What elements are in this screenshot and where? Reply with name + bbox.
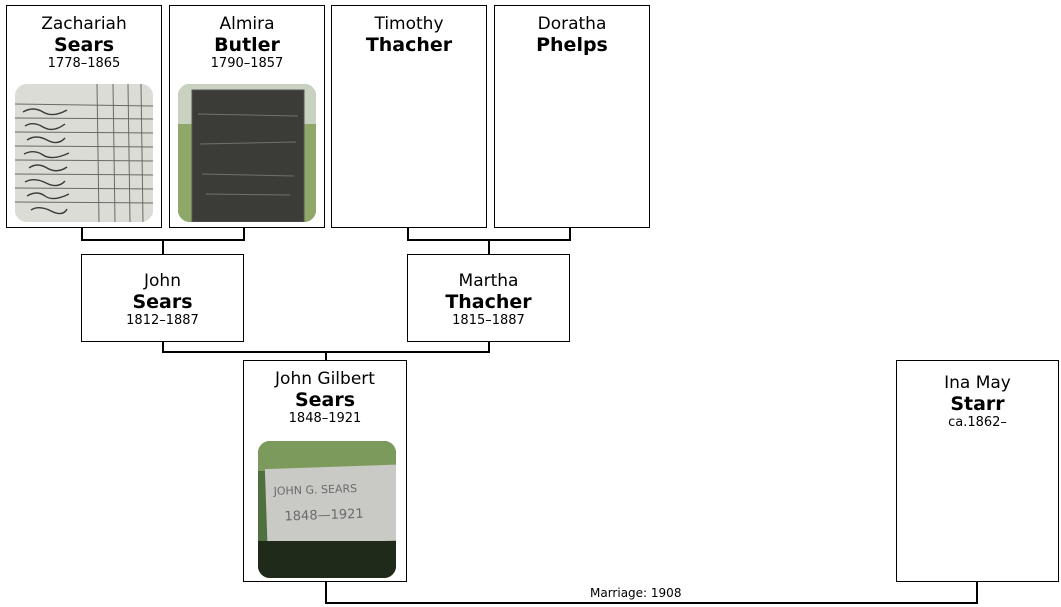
- given-name: Zachariah: [41, 14, 127, 34]
- given-name: Almira: [219, 14, 275, 34]
- given-name: Timothy: [374, 14, 444, 34]
- surname: Thacher: [445, 290, 532, 313]
- person-card-doratha-phelps[interactable]: Doratha Phelps: [494, 5, 650, 228]
- given-name: John Gilbert: [275, 369, 375, 389]
- given-name: Ina May: [944, 373, 1011, 393]
- census-record-photo[interactable]: [15, 84, 153, 222]
- connector: [162, 239, 164, 255]
- person-card-timothy-thacher[interactable]: Timothy Thacher: [331, 5, 487, 228]
- surname: Phelps: [536, 33, 608, 56]
- marriage-label: Marriage: 1908: [590, 586, 682, 600]
- gravestone-image: JOHN G. SEARS 1848—1921: [258, 441, 396, 578]
- census-record-image: [15, 84, 153, 222]
- surname: Butler: [214, 33, 280, 56]
- life-dates: ca.1862–: [948, 415, 1007, 431]
- connector: [569, 228, 571, 240]
- connector: [81, 228, 83, 240]
- headstone-image: [178, 84, 316, 222]
- headstone-photo[interactable]: [178, 84, 316, 222]
- gravestone-photo[interactable]: JOHN G. SEARS 1848—1921: [258, 441, 396, 578]
- life-dates: 1778–1865: [47, 56, 121, 72]
- person-card-almira-butler[interactable]: Almira Butler 1790–1857: [169, 5, 325, 228]
- connector: [243, 228, 245, 240]
- person-card-ina-may-starr[interactable]: Ina May Starr ca.1862–: [896, 360, 1059, 582]
- connector: [407, 228, 409, 240]
- person-card-zachariah-sears[interactable]: Zachariah Sears 1778–1865: [6, 5, 162, 228]
- surname: Thacher: [365, 33, 453, 56]
- connector: [325, 351, 327, 361]
- life-dates: 1812–1887: [126, 313, 199, 329]
- person-card-john-sears[interactable]: John Sears 1812–1887: [81, 254, 244, 342]
- given-name: John: [144, 271, 181, 291]
- marriage-connector: [325, 582, 327, 603]
- surname: Sears: [294, 388, 356, 411]
- surname: Sears: [132, 290, 193, 313]
- marriage-connector: [976, 582, 978, 603]
- person-card-martha-thacher[interactable]: Martha Thacher 1815–1887: [407, 254, 570, 342]
- connector: [488, 342, 490, 352]
- headstone-dates-text: 1848—1921: [284, 507, 364, 525]
- connector: [488, 239, 490, 255]
- life-dates: 1815–1887: [452, 313, 525, 329]
- marriage-connector: [325, 602, 978, 604]
- connector: [162, 342, 164, 352]
- surname: Sears: [53, 33, 115, 56]
- headstone-name-text: JOHN G. SEARS: [272, 482, 357, 498]
- given-name: Doratha: [537, 14, 607, 34]
- surname: Starr: [950, 392, 1005, 415]
- life-dates: 1790–1857: [210, 56, 284, 72]
- person-card-john-gilbert-sears[interactable]: John Gilbert Sears 1848–1921 JOHN G. SEA…: [243, 360, 407, 582]
- life-dates: 1848–1921: [288, 411, 362, 427]
- given-name: Martha: [458, 271, 519, 291]
